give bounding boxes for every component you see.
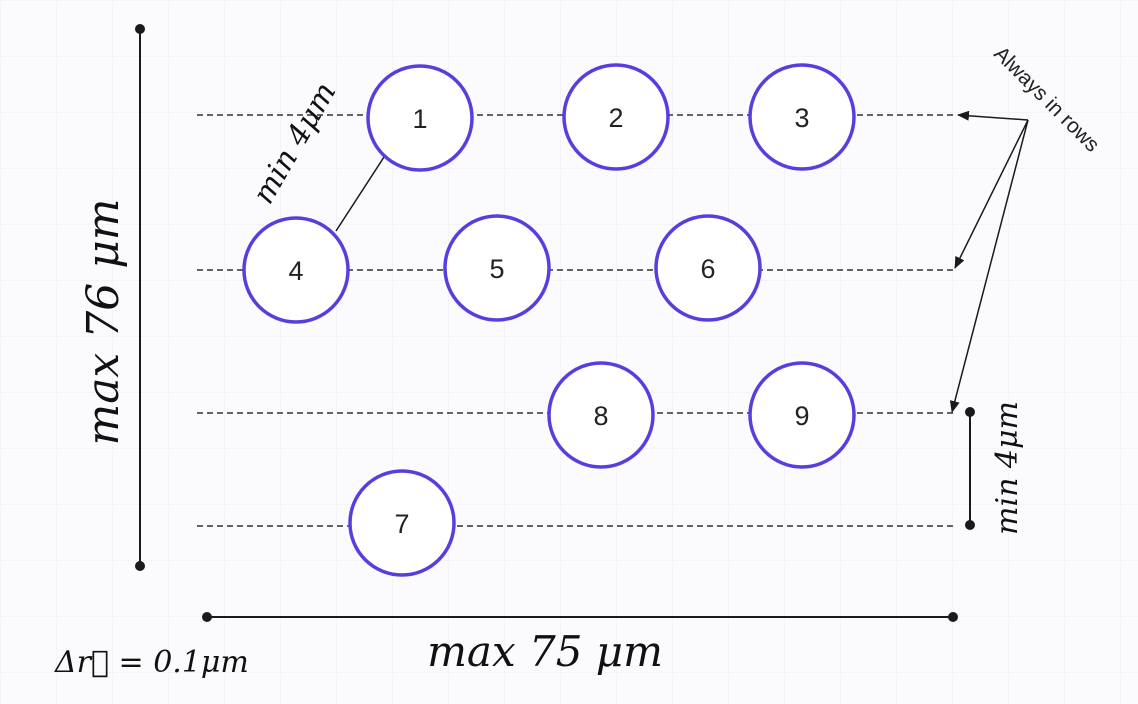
always-in-rows-label: Always in rows: [989, 42, 1103, 156]
atom-2-label: 2: [608, 103, 623, 133]
diagonal-spacing-line: [335, 156, 385, 232]
row-arrows: [949, 110, 1029, 413]
atom-4: 4: [242, 216, 350, 324]
row-spacing-label: min 4μm: [990, 401, 1025, 535]
atom-2: 2: [562, 63, 670, 171]
diagonal-spacing-label: min 4μm: [246, 77, 343, 210]
atom-8-label: 8: [593, 401, 608, 431]
atom-6: 6: [654, 214, 762, 322]
atom-5: 5: [443, 214, 551, 322]
row-spacing-bar: [965, 407, 975, 530]
atom-1-label: 1: [412, 104, 427, 134]
atom-7-label: 7: [394, 509, 409, 539]
height-label: max 76 μm: [78, 198, 129, 445]
atom-1: 1: [366, 64, 474, 172]
atom-9: 9: [748, 361, 856, 469]
atom-3-label: 3: [794, 103, 809, 133]
atom-4-label: 4: [288, 256, 303, 286]
width-extent-bar: [202, 612, 958, 622]
atom-9-label: 9: [794, 401, 809, 431]
atom-5-label: 5: [489, 254, 504, 284]
resolution-label: Δr⃗ = 0.1μm: [54, 645, 249, 680]
atom-8: 8: [547, 361, 655, 469]
height-extent-bar: [135, 24, 145, 571]
atom-7: 7: [348, 469, 456, 577]
width-label: max 75 μm: [427, 627, 663, 676]
atom-3: 3: [748, 63, 856, 171]
atom-6-label: 6: [700, 254, 715, 284]
